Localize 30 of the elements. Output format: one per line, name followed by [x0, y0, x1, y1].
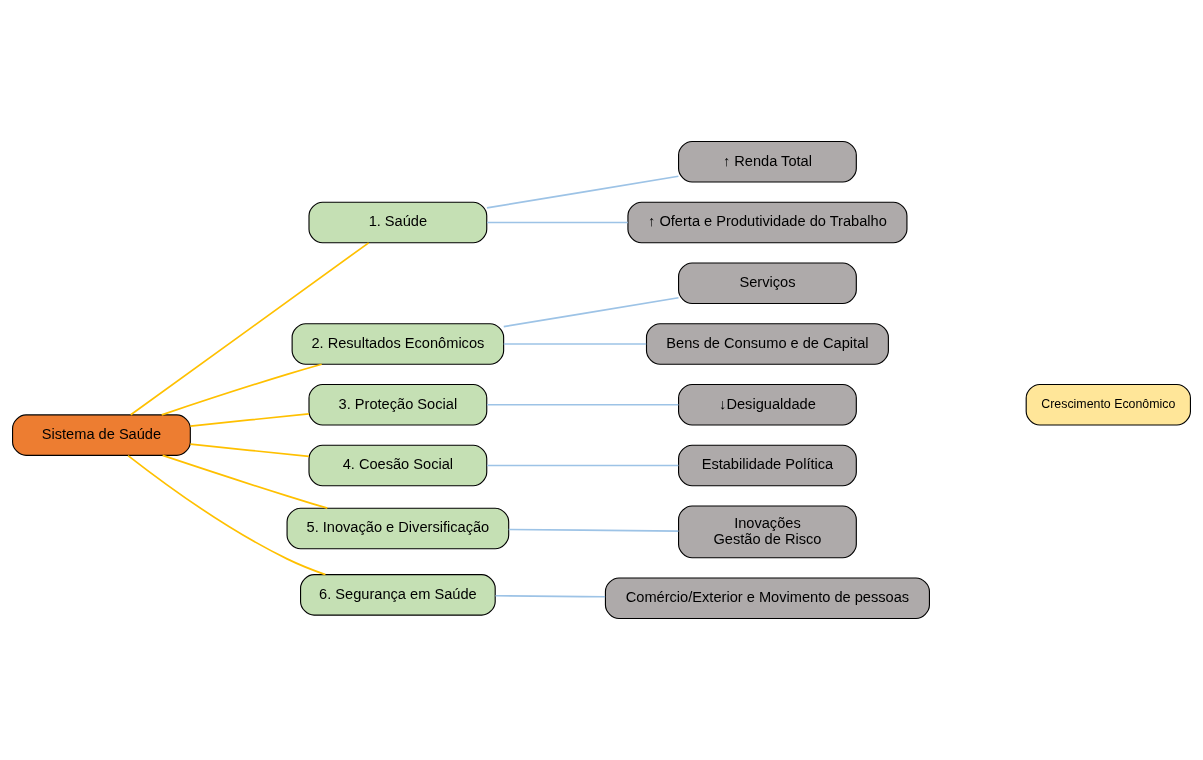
connector	[502, 343, 648, 345]
node-box: Crescimento Econômico	[1025, 383, 1191, 426]
connector	[494, 594, 606, 598]
connector	[486, 221, 629, 224]
node-box: 2. Resultados Econômicos	[291, 323, 505, 365]
connector	[189, 443, 310, 458]
connector	[160, 363, 323, 416]
node-box: ↑ Oferta e Produtividade do Trabalho	[627, 201, 908, 244]
node-box: Estabilidade Política	[678, 444, 857, 487]
node-box: Serviços	[678, 262, 857, 305]
node-box: 3. Proteção Social	[308, 383, 488, 426]
connector	[507, 528, 680, 532]
node-box: Inovações Gestão de Risco	[678, 505, 857, 559]
connector	[486, 175, 680, 209]
node-box: ↓Desigualdade	[678, 383, 857, 426]
connector	[129, 242, 370, 416]
node-box: 4. Coesão Social	[308, 444, 488, 487]
node-box: 6. Segurança em Saúde	[300, 574, 496, 616]
connector	[189, 413, 310, 427]
node-box: Sistema de Saúde	[12, 414, 191, 456]
connector	[486, 464, 680, 467]
connector	[127, 454, 327, 576]
connector	[161, 454, 329, 510]
connector	[502, 296, 680, 328]
node-box: 5. Inovação e Diversificação	[286, 507, 510, 550]
node-box: ↑ Renda Total	[678, 140, 857, 183]
node-box: Comércio/Exterior e Movimento de pessoas	[604, 577, 930, 620]
connector	[486, 403, 680, 406]
node-box: Bens de Consumo e de Capital	[645, 323, 889, 365]
node-box: 1. Saúde	[308, 201, 488, 244]
